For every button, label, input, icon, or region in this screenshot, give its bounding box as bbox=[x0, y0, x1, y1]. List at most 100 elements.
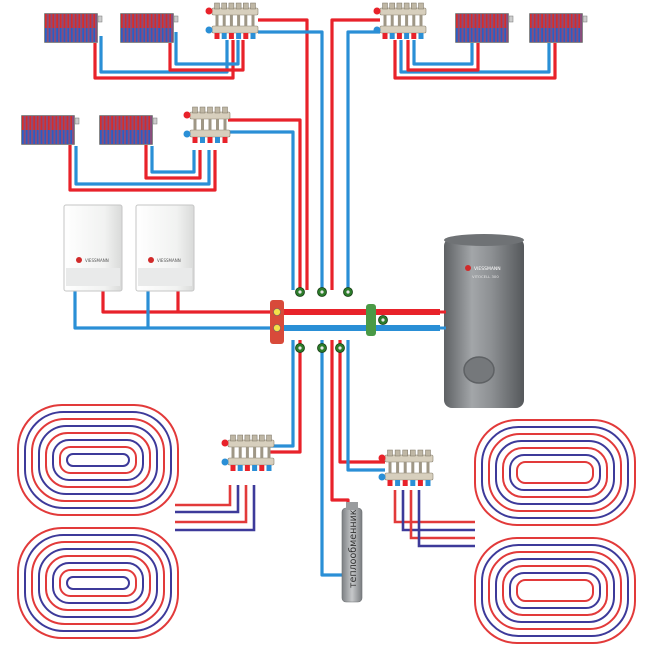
manifold-outlet bbox=[252, 465, 258, 471]
manifold-stem bbox=[237, 15, 241, 26]
radiator-fin-cold bbox=[71, 28, 73, 42]
radiator-fin-hot bbox=[89, 14, 92, 28]
radiator-fin-cold bbox=[148, 130, 151, 144]
radiator-fin-hot bbox=[161, 14, 164, 28]
manifold-ball-valve bbox=[378, 473, 386, 481]
manifold-stem bbox=[419, 15, 423, 26]
radiator-fin-hot bbox=[474, 14, 477, 28]
radiator-fin-hot bbox=[544, 14, 547, 28]
radiator-fin-hot bbox=[78, 14, 81, 28]
loop-supply-line bbox=[17, 527, 179, 639]
pipe-supply bbox=[175, 485, 232, 507]
radiator-fin-gap bbox=[141, 14, 144, 42]
radiator-fin-cold bbox=[456, 28, 458, 42]
radiator-fin-cold bbox=[25, 130, 28, 144]
pipe-return bbox=[73, 290, 282, 330]
loop-supply-line bbox=[488, 551, 622, 630]
pump-center bbox=[346, 290, 350, 294]
manifold-outlet bbox=[228, 33, 234, 39]
radiator-fin-gap bbox=[116, 116, 119, 144]
circulation-pump-icon bbox=[335, 343, 345, 353]
radiator-fin-hot bbox=[574, 14, 577, 28]
radiator-fin-gap bbox=[160, 14, 162, 42]
radiator-fin-gap bbox=[531, 14, 534, 42]
loop-return-line bbox=[66, 576, 130, 590]
manifold-valve-cap bbox=[235, 2, 242, 10]
radiator-fin-cold bbox=[161, 28, 164, 42]
manifold-stem bbox=[267, 447, 271, 458]
pipe-supply bbox=[330, 18, 380, 290]
manifold-stem bbox=[405, 15, 409, 26]
radiator-fin-gap bbox=[495, 14, 497, 42]
radiator-fin-gap bbox=[126, 14, 129, 42]
loop-supply-line bbox=[502, 565, 608, 616]
radiator-fin-cold bbox=[135, 28, 138, 42]
manifold-bar-bottom bbox=[211, 25, 259, 34]
pump-center bbox=[320, 290, 324, 294]
manifold-ball-valve bbox=[378, 454, 386, 462]
loop-supply-line bbox=[45, 432, 151, 488]
pumps bbox=[295, 287, 388, 353]
radiator-fin-hot bbox=[150, 14, 153, 28]
loop-return-line bbox=[509, 572, 601, 609]
radiator-fin-cold bbox=[103, 130, 106, 144]
radiator-icon bbox=[44, 13, 103, 43]
loop-supply-line bbox=[488, 433, 622, 512]
radiator-fin-hot bbox=[559, 14, 562, 28]
radiator-fin-gap bbox=[572, 14, 575, 42]
manifold-ball-valve bbox=[205, 7, 213, 15]
radiator-fin-cold bbox=[459, 28, 462, 42]
manifold-icon bbox=[221, 434, 275, 471]
floor-heating-loops bbox=[17, 404, 636, 644]
radiator-fin-cold bbox=[45, 28, 47, 42]
manifold-outlet bbox=[200, 137, 205, 143]
valve-icon bbox=[173, 15, 179, 23]
radiator-fin-cold bbox=[100, 130, 102, 144]
radiator-fin-gap bbox=[137, 14, 140, 42]
manifold-valve-cap bbox=[387, 449, 393, 457]
radiator-fin-hot bbox=[459, 14, 462, 28]
floor-loop bbox=[17, 527, 179, 639]
radiator-icon bbox=[120, 13, 179, 43]
pipe-return bbox=[175, 485, 240, 514]
manifold-valve-cap bbox=[243, 2, 249, 10]
radiator-fin-cold bbox=[82, 28, 84, 42]
radiator-fin-gap bbox=[124, 116, 126, 144]
pump-center bbox=[320, 346, 324, 350]
radiator-fin-hot bbox=[59, 14, 62, 28]
pipe-return bbox=[99, 36, 229, 74]
radiator-fin-hot bbox=[148, 116, 151, 130]
radiator-fin-cold bbox=[48, 130, 50, 144]
radiator-icon bbox=[21, 115, 80, 145]
manifold-valve-cap bbox=[396, 2, 403, 10]
radiator-fin-cold bbox=[59, 130, 61, 144]
radiator-fin-hot bbox=[541, 14, 543, 28]
manifold-outlet bbox=[244, 465, 250, 471]
radiator-fin-gap bbox=[65, 14, 68, 42]
manifold-ball-valve bbox=[373, 7, 381, 15]
manifold-icon bbox=[205, 2, 259, 39]
separator-label: теплообменник bbox=[348, 509, 359, 588]
radiator-fin-gap bbox=[457, 14, 460, 42]
radiator-fin-hot bbox=[25, 116, 28, 130]
radiator-fin-hot bbox=[124, 14, 127, 28]
radiator-fin-gap bbox=[91, 14, 94, 42]
radiator-fin-gap bbox=[87, 14, 90, 42]
radiator-fin-cold bbox=[144, 130, 147, 144]
radiator-fin-cold bbox=[107, 130, 110, 144]
radiator-fin-gap bbox=[550, 14, 553, 42]
manifold-outlet bbox=[418, 33, 424, 39]
manifold-icon bbox=[183, 106, 231, 143]
radiator-fin-gap bbox=[580, 14, 582, 42]
header-fittings bbox=[270, 300, 376, 344]
radiator-fin-cold bbox=[63, 28, 66, 42]
radiator-fin-hot bbox=[169, 14, 172, 28]
radiator-fin-hot bbox=[62, 116, 65, 130]
manifold-outlet bbox=[221, 33, 227, 39]
radiator-fin-cold bbox=[533, 28, 536, 42]
radiator-fin-gap bbox=[465, 14, 468, 42]
radiator-fin-hot bbox=[126, 116, 128, 130]
radiator-fin-gap bbox=[476, 14, 479, 42]
manifold-outlet bbox=[396, 33, 402, 39]
manifold-stem bbox=[222, 15, 226, 26]
